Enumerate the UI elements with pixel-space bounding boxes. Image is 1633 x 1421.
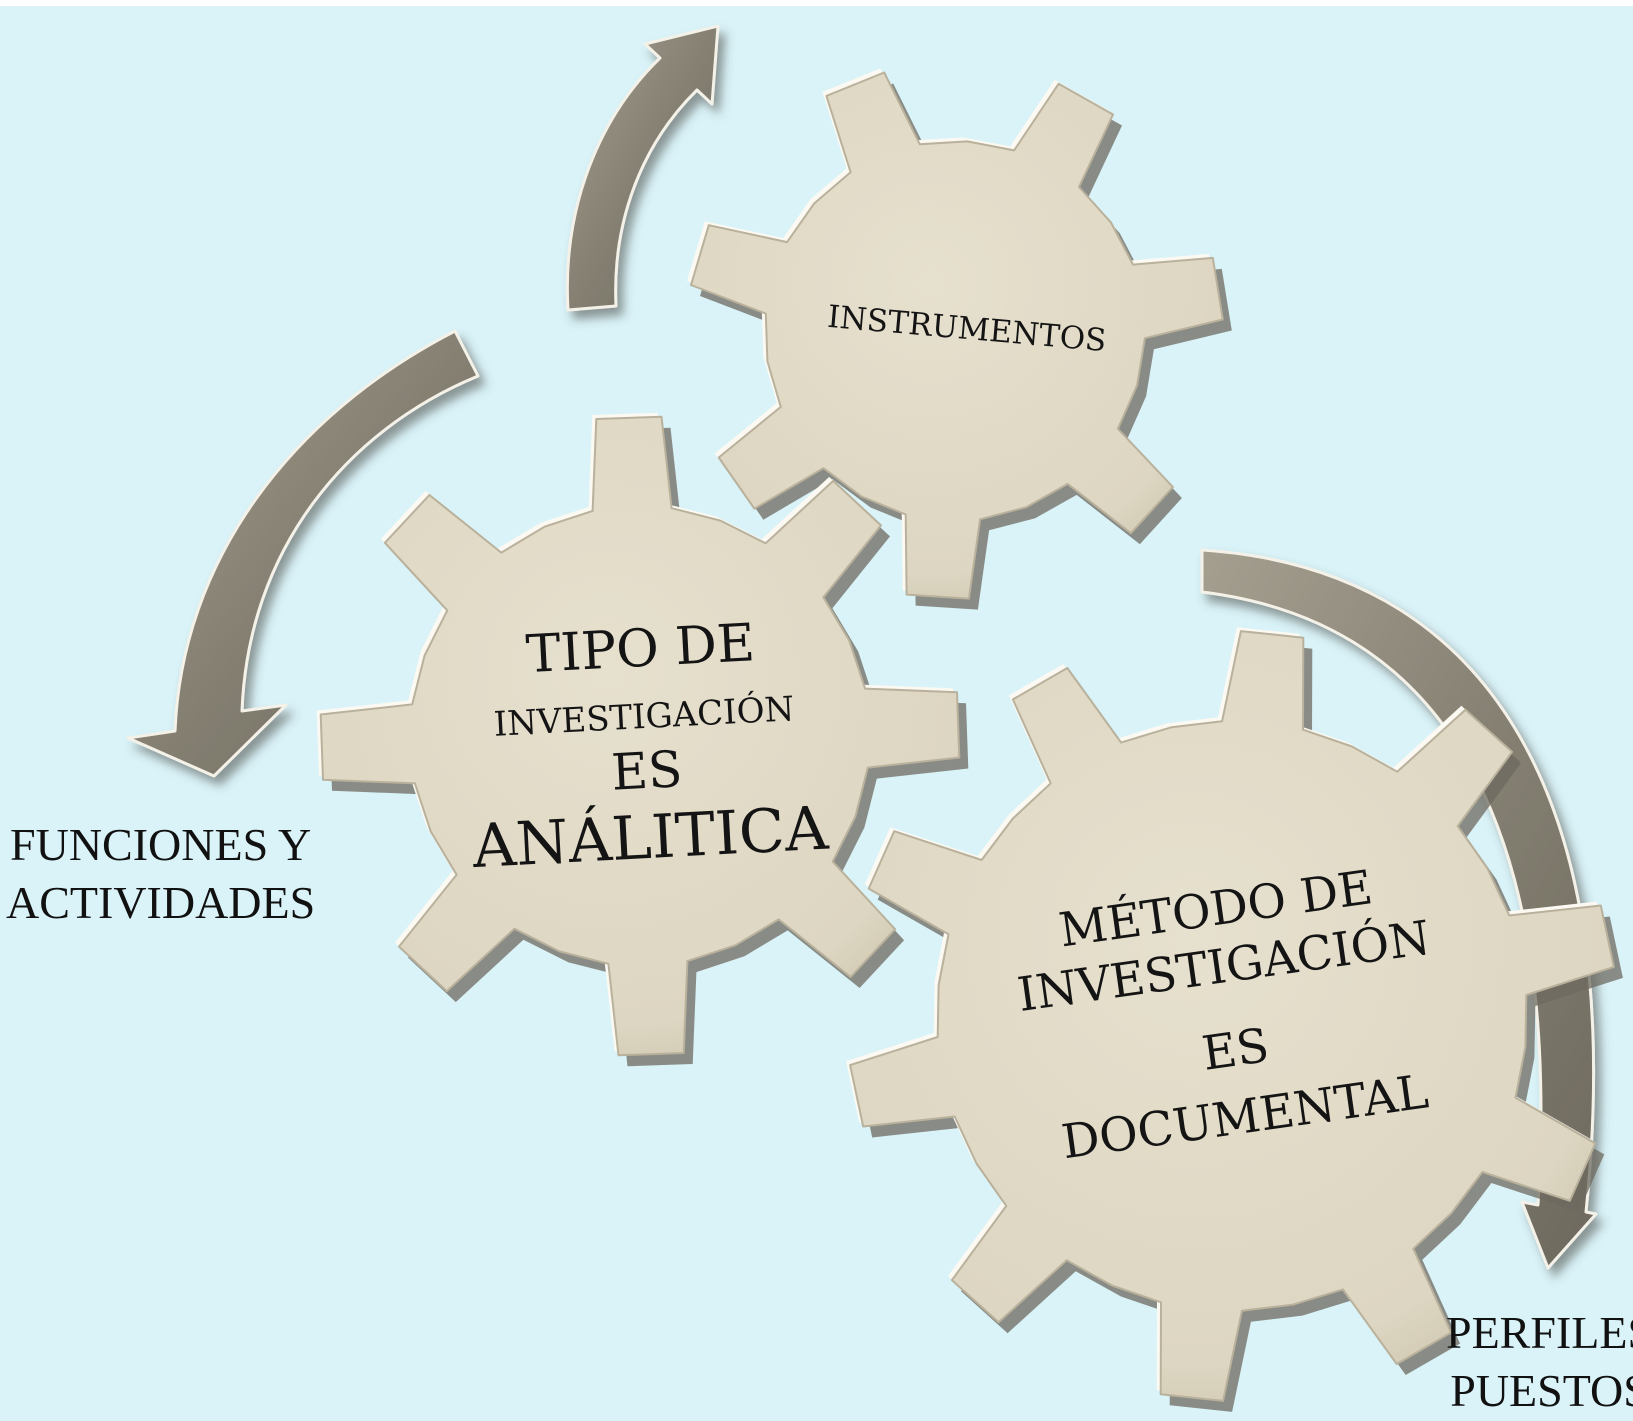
gear-tipo-line3: ES [610, 740, 684, 802]
gear-metodo-line3: ES [1199, 1018, 1273, 1082]
gear-tipo-investigacion [316, 412, 969, 1067]
label-perfiles-line1: PERFILES [1446, 1307, 1633, 1358]
label-funciones-actividades: FUNCIONES Y ACTIVIDADES [6, 816, 315, 932]
label-funciones-line2: ACTIVIDADES [6, 877, 316, 928]
curved-arrow-top [565, 24, 720, 312]
gear-tipo-text: TIPO DE INVESTIGACIÓN ES ANÁLITICA [470, 613, 831, 882]
gear-diagram: INSTRUMENTOS TIPO DE INVESTIGACIÓN ES AN… [0, 6, 1633, 1421]
curved-arrow-left [126, 329, 480, 778]
diagram-panel: INSTRUMENTOS TIPO DE INVESTIGACIÓN ES AN… [0, 6, 1633, 1421]
gear-face [849, 630, 1615, 1402]
label-perfiles-puestos: PERFILES PUESTOS [1446, 1304, 1633, 1420]
gear-metodo-investigacion [846, 627, 1623, 1412]
gear-face [690, 71, 1224, 600]
gear-face [319, 415, 961, 1057]
curved-arrow-right [1200, 548, 1598, 1270]
gear-tipo-line1: TIPO DE [525, 613, 757, 685]
gear-instrumentos [687, 68, 1232, 610]
label-perfiles-line2: PUESTOS [1450, 1365, 1633, 1416]
label-funciones-line1: FUNCIONES Y [10, 819, 312, 870]
